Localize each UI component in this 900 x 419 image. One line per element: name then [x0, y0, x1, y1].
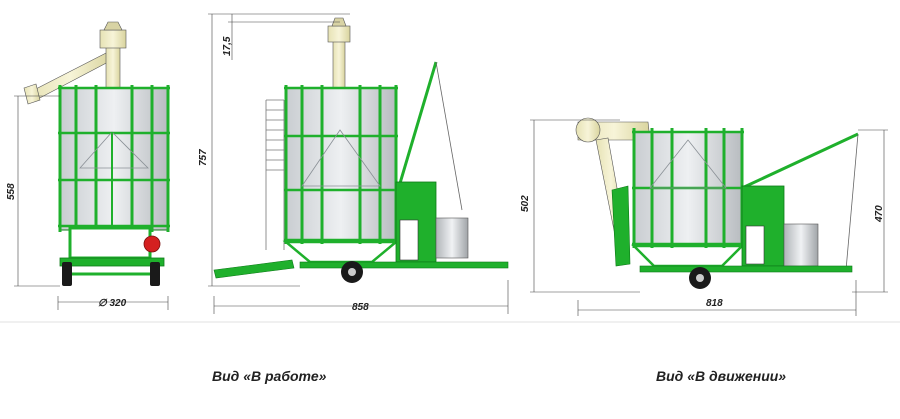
work-control-panel: [399, 219, 419, 261]
front-elevator-cap: [103, 21, 123, 31]
caption-transport-view: Вид «В движении»: [656, 368, 787, 384]
caption-work-view: Вид «В работе»: [212, 368, 327, 384]
front-red-burner: [143, 235, 161, 253]
dim-transport-length: 818: [706, 298, 723, 309]
work-fan-unit: [435, 217, 469, 259]
front-wheel-left: [62, 262, 72, 286]
work-base-cone: [282, 240, 400, 264]
dim-work-total-height: 757: [198, 149, 209, 166]
dim-work-top-offset: 17,5: [222, 36, 233, 56]
transport-control-panel: [745, 225, 765, 265]
front-silo-body: [59, 87, 169, 231]
front-auger-head: [23, 83, 41, 105]
front-view: 558 ∅ 320: [6, 21, 170, 310]
dim-work-length: 858: [352, 302, 369, 313]
front-wheel-right: [150, 262, 160, 286]
work-support-arm: [396, 61, 438, 191]
front-inner-cone: [79, 131, 149, 169]
transport-view: 502 470 818: [520, 117, 888, 316]
dim-front-width: ∅ 320: [98, 298, 127, 309]
work-view: 757 17,5 858: [198, 13, 509, 314]
front-base-housing: [68, 226, 152, 260]
transport-fan-unit: [783, 223, 819, 267]
work-ladder: [265, 99, 285, 250]
dim-transport-height: 502: [520, 195, 531, 212]
dim-front-height: 558: [6, 183, 17, 200]
work-lower-auger: [213, 259, 295, 279]
front-elevator-head: [99, 29, 127, 49]
work-silo-body: [285, 87, 397, 243]
dim-transport-right-height: 470: [874, 205, 885, 223]
